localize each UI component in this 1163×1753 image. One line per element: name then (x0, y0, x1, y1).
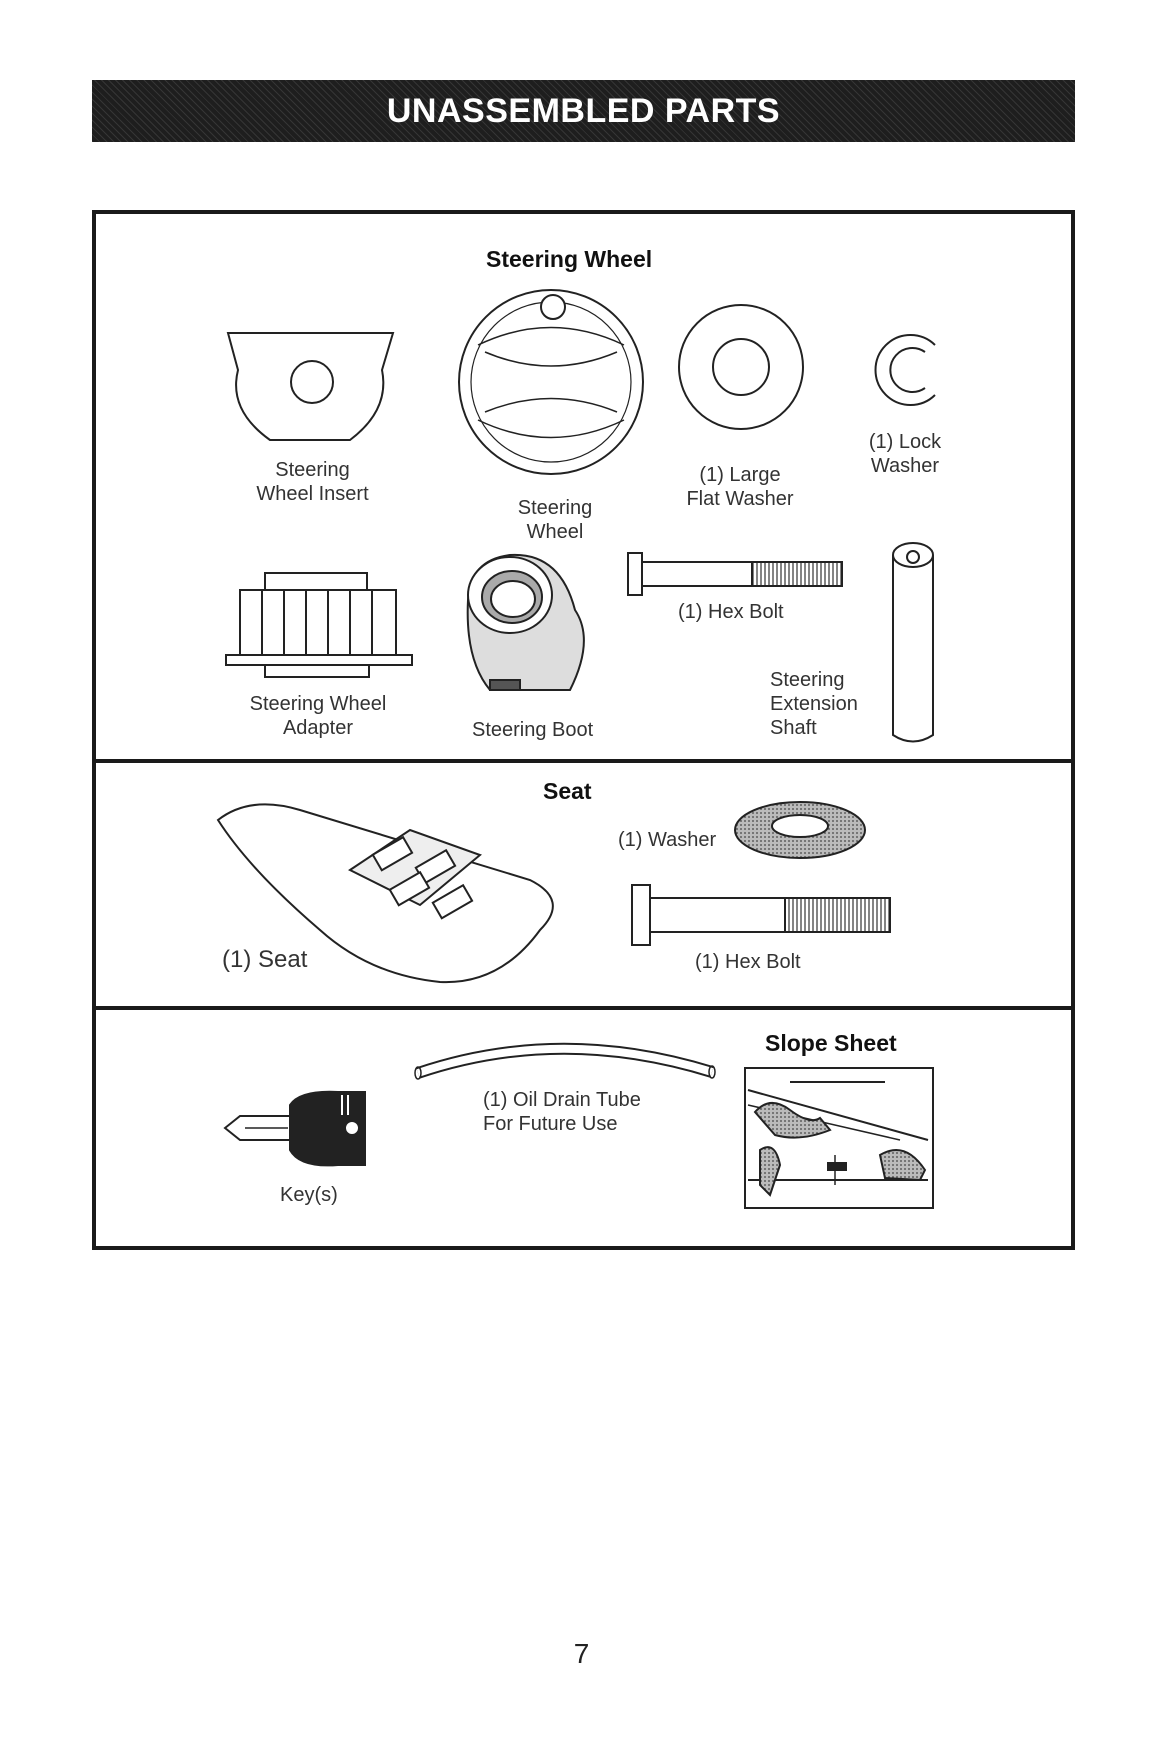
seat-hex-bolt-icon (632, 885, 890, 945)
label-lock-washer-line2: Washer (855, 454, 955, 478)
label-large-flat-washer-line2: Flat Washer (680, 487, 800, 511)
label-seat-hex-bolt: (1) Hex Bolt (695, 950, 801, 974)
label-seat: (1) Seat (222, 948, 307, 972)
label-hex-bolt: (1) Hex Bolt (678, 600, 784, 624)
steering-boot-icon (468, 555, 584, 690)
label-steering-extension-shaft: Steering Extension Shaft (770, 668, 858, 740)
key-icon (225, 1092, 365, 1166)
label-steering-wheel-line2: Wheel (500, 520, 610, 544)
slope-sheet-icon (745, 1068, 933, 1208)
label-oil-drain-tube-line1: (1) Oil Drain Tube (483, 1088, 641, 1112)
label-steering-wheel-adapter-line2: Adapter (228, 716, 408, 740)
label-large-flat-washer-line1: (1) Large (680, 463, 800, 487)
label-keys: Key(s) (280, 1183, 338, 1207)
label-steering-wheel: Steering Wheel (500, 496, 610, 544)
label-steering-wheel-insert: Steering Wheel Insert (220, 458, 405, 506)
label-oil-drain-tube: (1) Oil Drain Tube For Future Use (483, 1088, 641, 1136)
label-seat-washer: (1) Washer (618, 828, 716, 852)
label-steering-wheel-adapter-line1: Steering Wheel (228, 692, 408, 716)
steering-extension-shaft-icon (893, 543, 933, 742)
label-steering-extension-shaft-line1: Steering (770, 668, 858, 692)
hex-bolt-icon (628, 553, 842, 595)
steering-wheel-insert-icon (228, 333, 393, 440)
label-steering-wheel-insert-line1: Steering (220, 458, 405, 482)
label-large-flat-washer: (1) Large Flat Washer (680, 463, 800, 511)
label-steering-wheel-insert-line2: Wheel Insert (220, 482, 405, 506)
label-steering-extension-shaft-line2: Extension (770, 692, 858, 716)
large-flat-washer-icon (679, 305, 803, 429)
steering-wheel-icon (459, 290, 643, 474)
label-steering-wheel-adapter: Steering Wheel Adapter (228, 692, 408, 740)
label-steering-boot: Steering Boot (472, 718, 593, 742)
label-steering-wheel-line1: Steering (500, 496, 610, 520)
section-title-steering-wheel: Steering Wheel (486, 246, 652, 273)
page-number: 7 (0, 1638, 1163, 1670)
label-oil-drain-tube-line2: For Future Use (483, 1112, 641, 1136)
oil-drain-tube-icon (415, 1049, 715, 1079)
label-lock-washer-line1: (1) Lock (855, 430, 955, 454)
label-lock-washer: (1) Lock Washer (855, 430, 955, 478)
section-title-seat: Seat (543, 778, 592, 805)
lock-washer-icon (876, 335, 935, 405)
seat-washer-icon (735, 802, 865, 858)
section-title-slope-sheet: Slope Sheet (765, 1030, 897, 1057)
label-steering-extension-shaft-line3: Shaft (770, 716, 858, 740)
steering-wheel-adapter-icon (226, 573, 412, 677)
